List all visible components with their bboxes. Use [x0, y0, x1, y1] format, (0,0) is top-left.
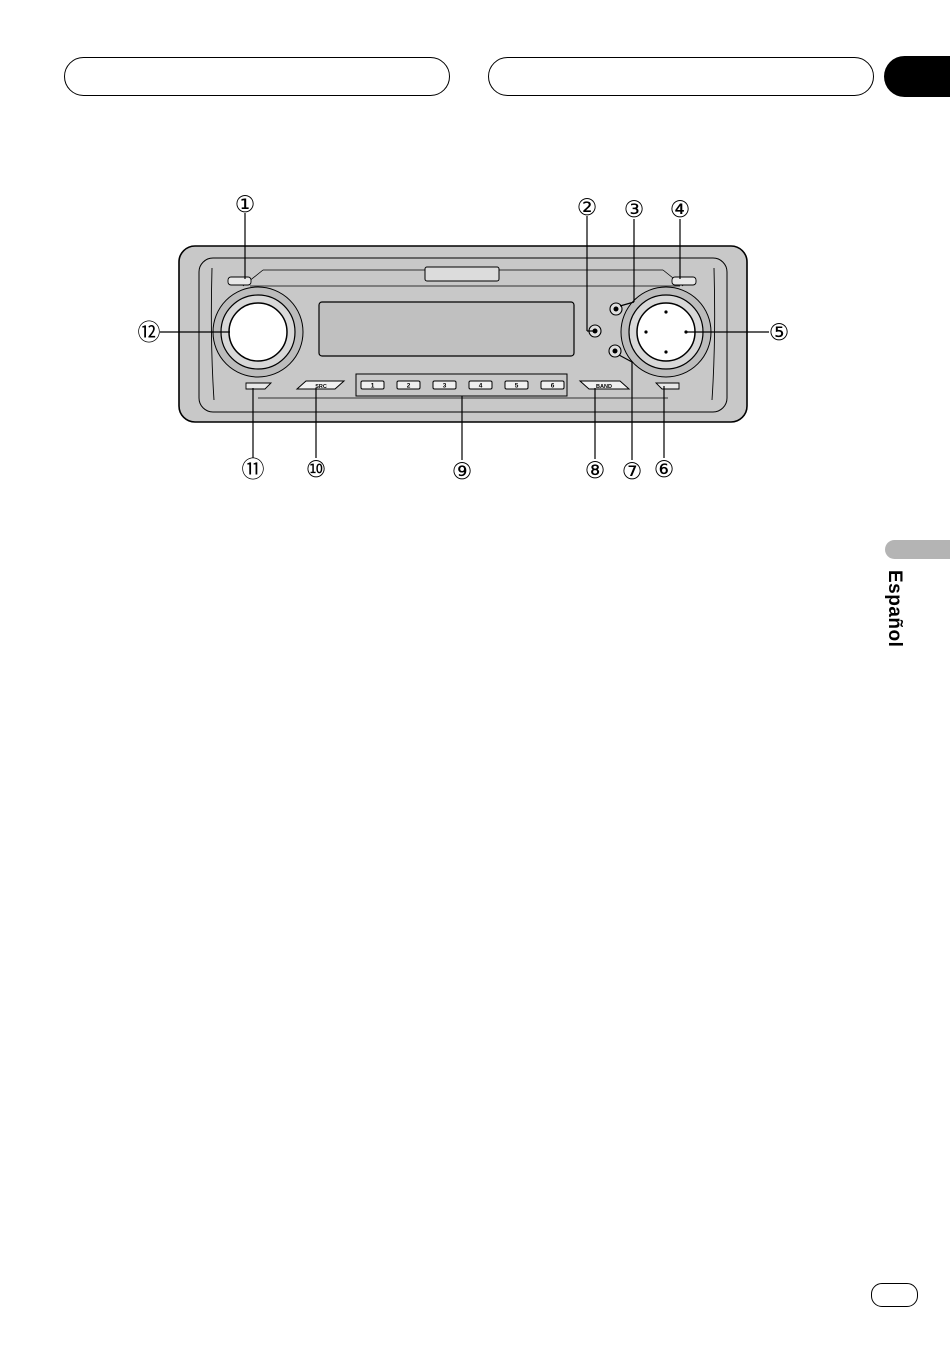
callout-4: ④: [670, 197, 691, 223]
volume-knob: [229, 303, 287, 361]
callout-2: ②: [577, 195, 598, 221]
preset-button-label: 3: [443, 383, 447, 390]
callout-1: ①: [235, 192, 256, 218]
callout-9: ⑨: [452, 459, 473, 485]
preset-button-label: 6: [551, 383, 555, 390]
callout-7: ⑦: [622, 459, 643, 485]
src-button-label: SRC: [315, 384, 327, 390]
display-window: [319, 302, 574, 356]
callout-6: ⑥: [654, 457, 675, 483]
preset-button-label: 1: [371, 383, 375, 390]
preset-button-label: 2: [407, 383, 411, 390]
detach-button: [672, 277, 696, 285]
callout-8: ⑧: [585, 458, 606, 484]
preset-button-label: 4: [479, 383, 483, 390]
callout-12: ⑫: [138, 320, 161, 346]
callout-5: ⑤: [769, 320, 790, 346]
preset-button-label: 5: [515, 383, 519, 390]
cd-slot: [425, 267, 499, 281]
eject-button: [228, 277, 251, 285]
callout-3: ③: [624, 197, 645, 223]
band-button-label: BAND: [596, 384, 612, 390]
callout-10: ⑩: [306, 457, 327, 483]
callout-11: ⑪: [242, 457, 265, 483]
